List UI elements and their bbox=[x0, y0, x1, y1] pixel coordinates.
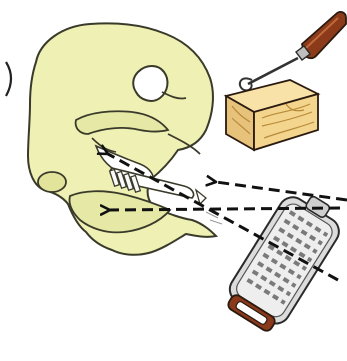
arrow-grater-to-incisor bbox=[110, 208, 340, 210]
rodent-skull bbox=[28, 23, 222, 254]
bracket-mark bbox=[6, 62, 11, 96]
arrow-incisor-to-grater bbox=[216, 182, 347, 200]
hand-grater bbox=[219, 184, 347, 338]
skull-bulla bbox=[38, 172, 66, 192]
wood-block-with-drill bbox=[226, 12, 346, 150]
skull-orbit bbox=[133, 66, 167, 101]
